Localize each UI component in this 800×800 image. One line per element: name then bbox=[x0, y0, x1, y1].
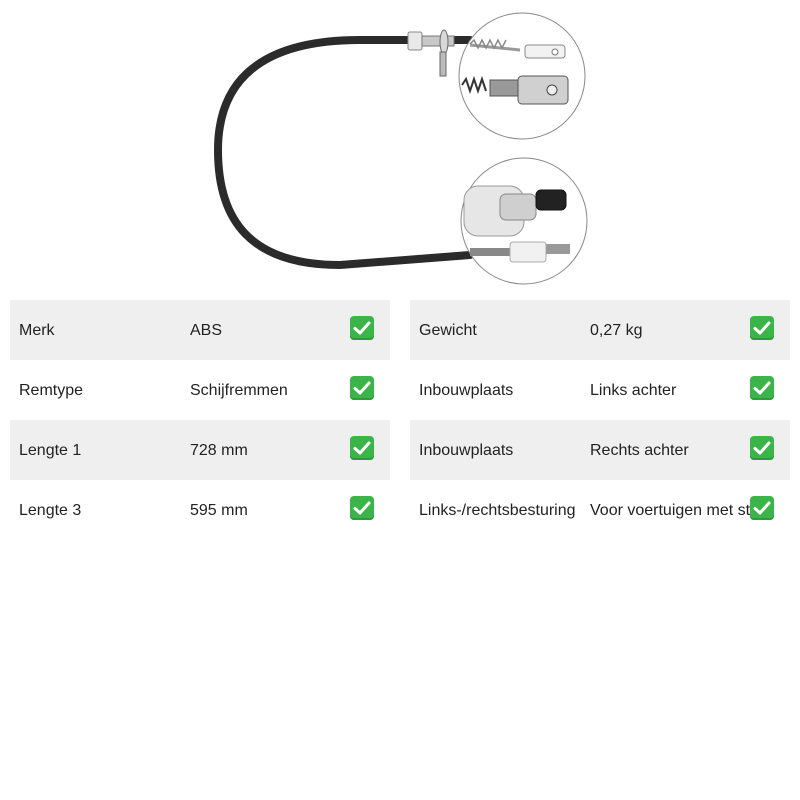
checkmark-icon bbox=[750, 436, 774, 460]
spec-value: Schijfremmen bbox=[190, 382, 288, 399]
spec-table-right: Gewicht 0,27 kg Inbouwplaats Links achte… bbox=[410, 300, 790, 540]
checkmark-icon bbox=[350, 376, 374, 400]
spec-row: Inbouwplaats Rechts achter bbox=[410, 420, 790, 480]
cable-loop bbox=[213, 36, 474, 270]
spec-value: 595 mm bbox=[190, 502, 248, 519]
checkmark-icon bbox=[350, 496, 374, 520]
spec-row: Inbouwplaats Links achter bbox=[410, 360, 790, 420]
spec-label: Lengte 3 bbox=[19, 502, 82, 519]
spec-row: Lengte 1 728 mm bbox=[10, 420, 390, 480]
spec-value: Voor voertuigen met stuur bbox=[590, 502, 774, 519]
checkmark-icon bbox=[750, 376, 774, 400]
spec-table-left: Merk ABS Remtype Schijfremmen Lengte 1 7… bbox=[10, 300, 390, 540]
spec-value: 728 mm bbox=[190, 442, 248, 459]
checkmark-icon bbox=[350, 316, 374, 340]
product-image bbox=[213, 12, 588, 285]
spec-row: Remtype Schijfremmen bbox=[10, 360, 390, 420]
spec-label: Links-/rechtsbesturing bbox=[419, 502, 576, 519]
spec-value: Rechts achter bbox=[590, 442, 689, 459]
checkmark-icon bbox=[350, 436, 374, 460]
spec-value: 0,27 kg bbox=[590, 322, 643, 339]
spec-label: Lengte 1 bbox=[19, 442, 82, 459]
spec-value: Links achter bbox=[590, 382, 677, 399]
cable-end-top bbox=[407, 31, 423, 51]
spec-value: ABS bbox=[190, 322, 223, 339]
spec-row: Gewicht 0,27 kg bbox=[410, 300, 790, 360]
spec-row: Merk ABS bbox=[10, 300, 390, 360]
spec-row: Lengte 3 595 mm bbox=[10, 480, 390, 540]
spec-label: Merk bbox=[19, 322, 55, 339]
spec-label: Inbouwplaats bbox=[419, 382, 514, 399]
spec-label: Inbouwplaats bbox=[419, 442, 514, 459]
checkmark-icon bbox=[750, 496, 774, 520]
spec-row: Links-/rechtsbesturing Voor voertuigen m… bbox=[410, 480, 790, 540]
checkmark-icon bbox=[750, 316, 774, 340]
spec-label: Remtype bbox=[19, 382, 84, 399]
spec-label: Gewicht bbox=[419, 322, 477, 339]
